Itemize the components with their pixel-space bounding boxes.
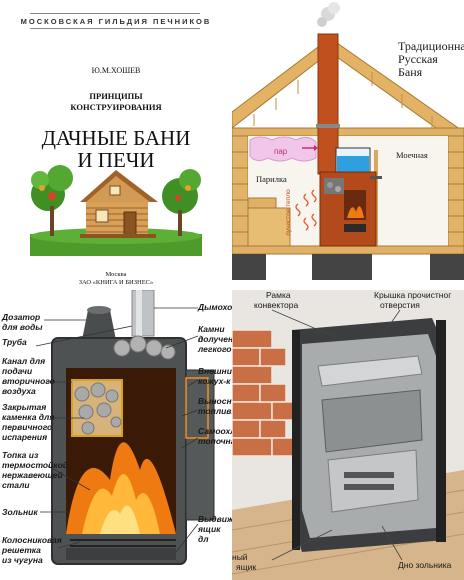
label-closed-heater-3: первичного [2, 422, 53, 432]
lid-label-2: отверстия [380, 300, 420, 310]
book-title-line-2: И ПЕЧИ [77, 148, 155, 172]
steam-label: пар [274, 147, 288, 156]
label-air-channel-1: Канал для [2, 356, 46, 366]
stove-diagram: Дозатор для воды Труба Канал для подачи … [0, 290, 232, 580]
lid-label-1: Крышка прочистног [374, 290, 452, 300]
label-water-doser-1: Дозатор [2, 312, 41, 322]
banya-diagram: Традиционна Русская Баня пар Парилка Мое… [232, 0, 464, 290]
label-flue: Дымохо [198, 302, 232, 312]
label-self-cooling-1: Самоохл [198, 426, 232, 436]
label-closed-heater-4: испарения [2, 432, 48, 442]
label-outer-casing-2: кожух-к [198, 376, 231, 386]
label-air-channel-2: подачи [2, 366, 33, 376]
label-stones-2: получен [198, 334, 232, 344]
label-grate-1: Колосниковая [2, 535, 62, 545]
radiant-heat-label: лучистое тепло [285, 189, 292, 236]
cutaway-diagram: Рамка конвектора Крышка прочистног отвер… [232, 290, 464, 580]
label-remote-fuel-2: топливн [198, 406, 232, 416]
label-stones-1: Камни д [198, 324, 225, 344]
label-grate-2: решетка [2, 545, 41, 555]
label-water-doser-2: для воды [2, 322, 43, 332]
cabin-illustration [30, 165, 202, 256]
frame-label-1: Рамка [266, 290, 291, 300]
frame-label-2: конвектора [254, 300, 299, 310]
publisher-name: ЗАО «КНИГА И БИЗНЕС» [78, 279, 154, 286]
banya-title-line-1: Традиционна [398, 39, 464, 53]
ash-bottom-label: Дно зольника [398, 560, 452, 570]
label-air-channel-4: воздуха [2, 386, 36, 396]
label-self-cooling-2: топочна [198, 436, 232, 446]
label-pipe: Труба [2, 337, 27, 347]
label-drawer-2: ящик дл [198, 524, 221, 544]
label-drawer-1: Выдвиж [198, 514, 232, 524]
label-ash-pit: Зольник [2, 507, 38, 517]
ash-box-label: ящик [236, 562, 257, 572]
wash-room-label: Моечная [396, 150, 428, 160]
publisher-city: Москва [105, 271, 127, 278]
subtitle-line-1: ПРИНЦИПЫ [89, 91, 143, 101]
book-cover: МОСКОВСКАЯ ГИЛЬДИЯ ПЕЧНИКОВ Ю.М.ХОШЕВ ПР… [0, 0, 232, 290]
series-title: МОСКОВСКАЯ ГИЛЬДИЯ ПЕЧНИКОВ [20, 17, 212, 26]
label-stones-3: легкого [198, 344, 232, 354]
author: Ю.М.ХОШЕВ [91, 66, 141, 75]
side-word-label: ный [232, 552, 248, 562]
label-remote-fuel-1: Выносн [198, 396, 232, 406]
cover-top-rule [30, 13, 200, 14]
banya-title-line-2: Русская Баня [398, 52, 438, 79]
steam-room-label: Парилка [256, 174, 287, 184]
book-title-line-1: ДАЧНЫЕ БАНИ [41, 126, 191, 150]
label-closed-heater-1: Закрытая [2, 402, 47, 412]
cover-rule-2 [30, 28, 200, 29]
label-firebox-2: термостойкой [2, 460, 68, 470]
subtitle-line-2: КОНСТРУИРОВАНИЯ [70, 102, 162, 112]
banya-drawing [232, 2, 464, 280]
label-firebox-1: Топка из [2, 450, 39, 460]
label-outer-casing-1: Внешни [198, 366, 232, 376]
label-firebox-4: стали [2, 480, 30, 490]
label-grate-3: из чугуна [2, 555, 43, 565]
label-firebox-3: нержавеющей [2, 470, 63, 480]
stove-drawing [35, 290, 215, 565]
cutaway-drawing [232, 309, 464, 580]
label-closed-heater-2: каменка для [2, 412, 55, 422]
label-air-channel-3: вторичного [2, 376, 55, 386]
